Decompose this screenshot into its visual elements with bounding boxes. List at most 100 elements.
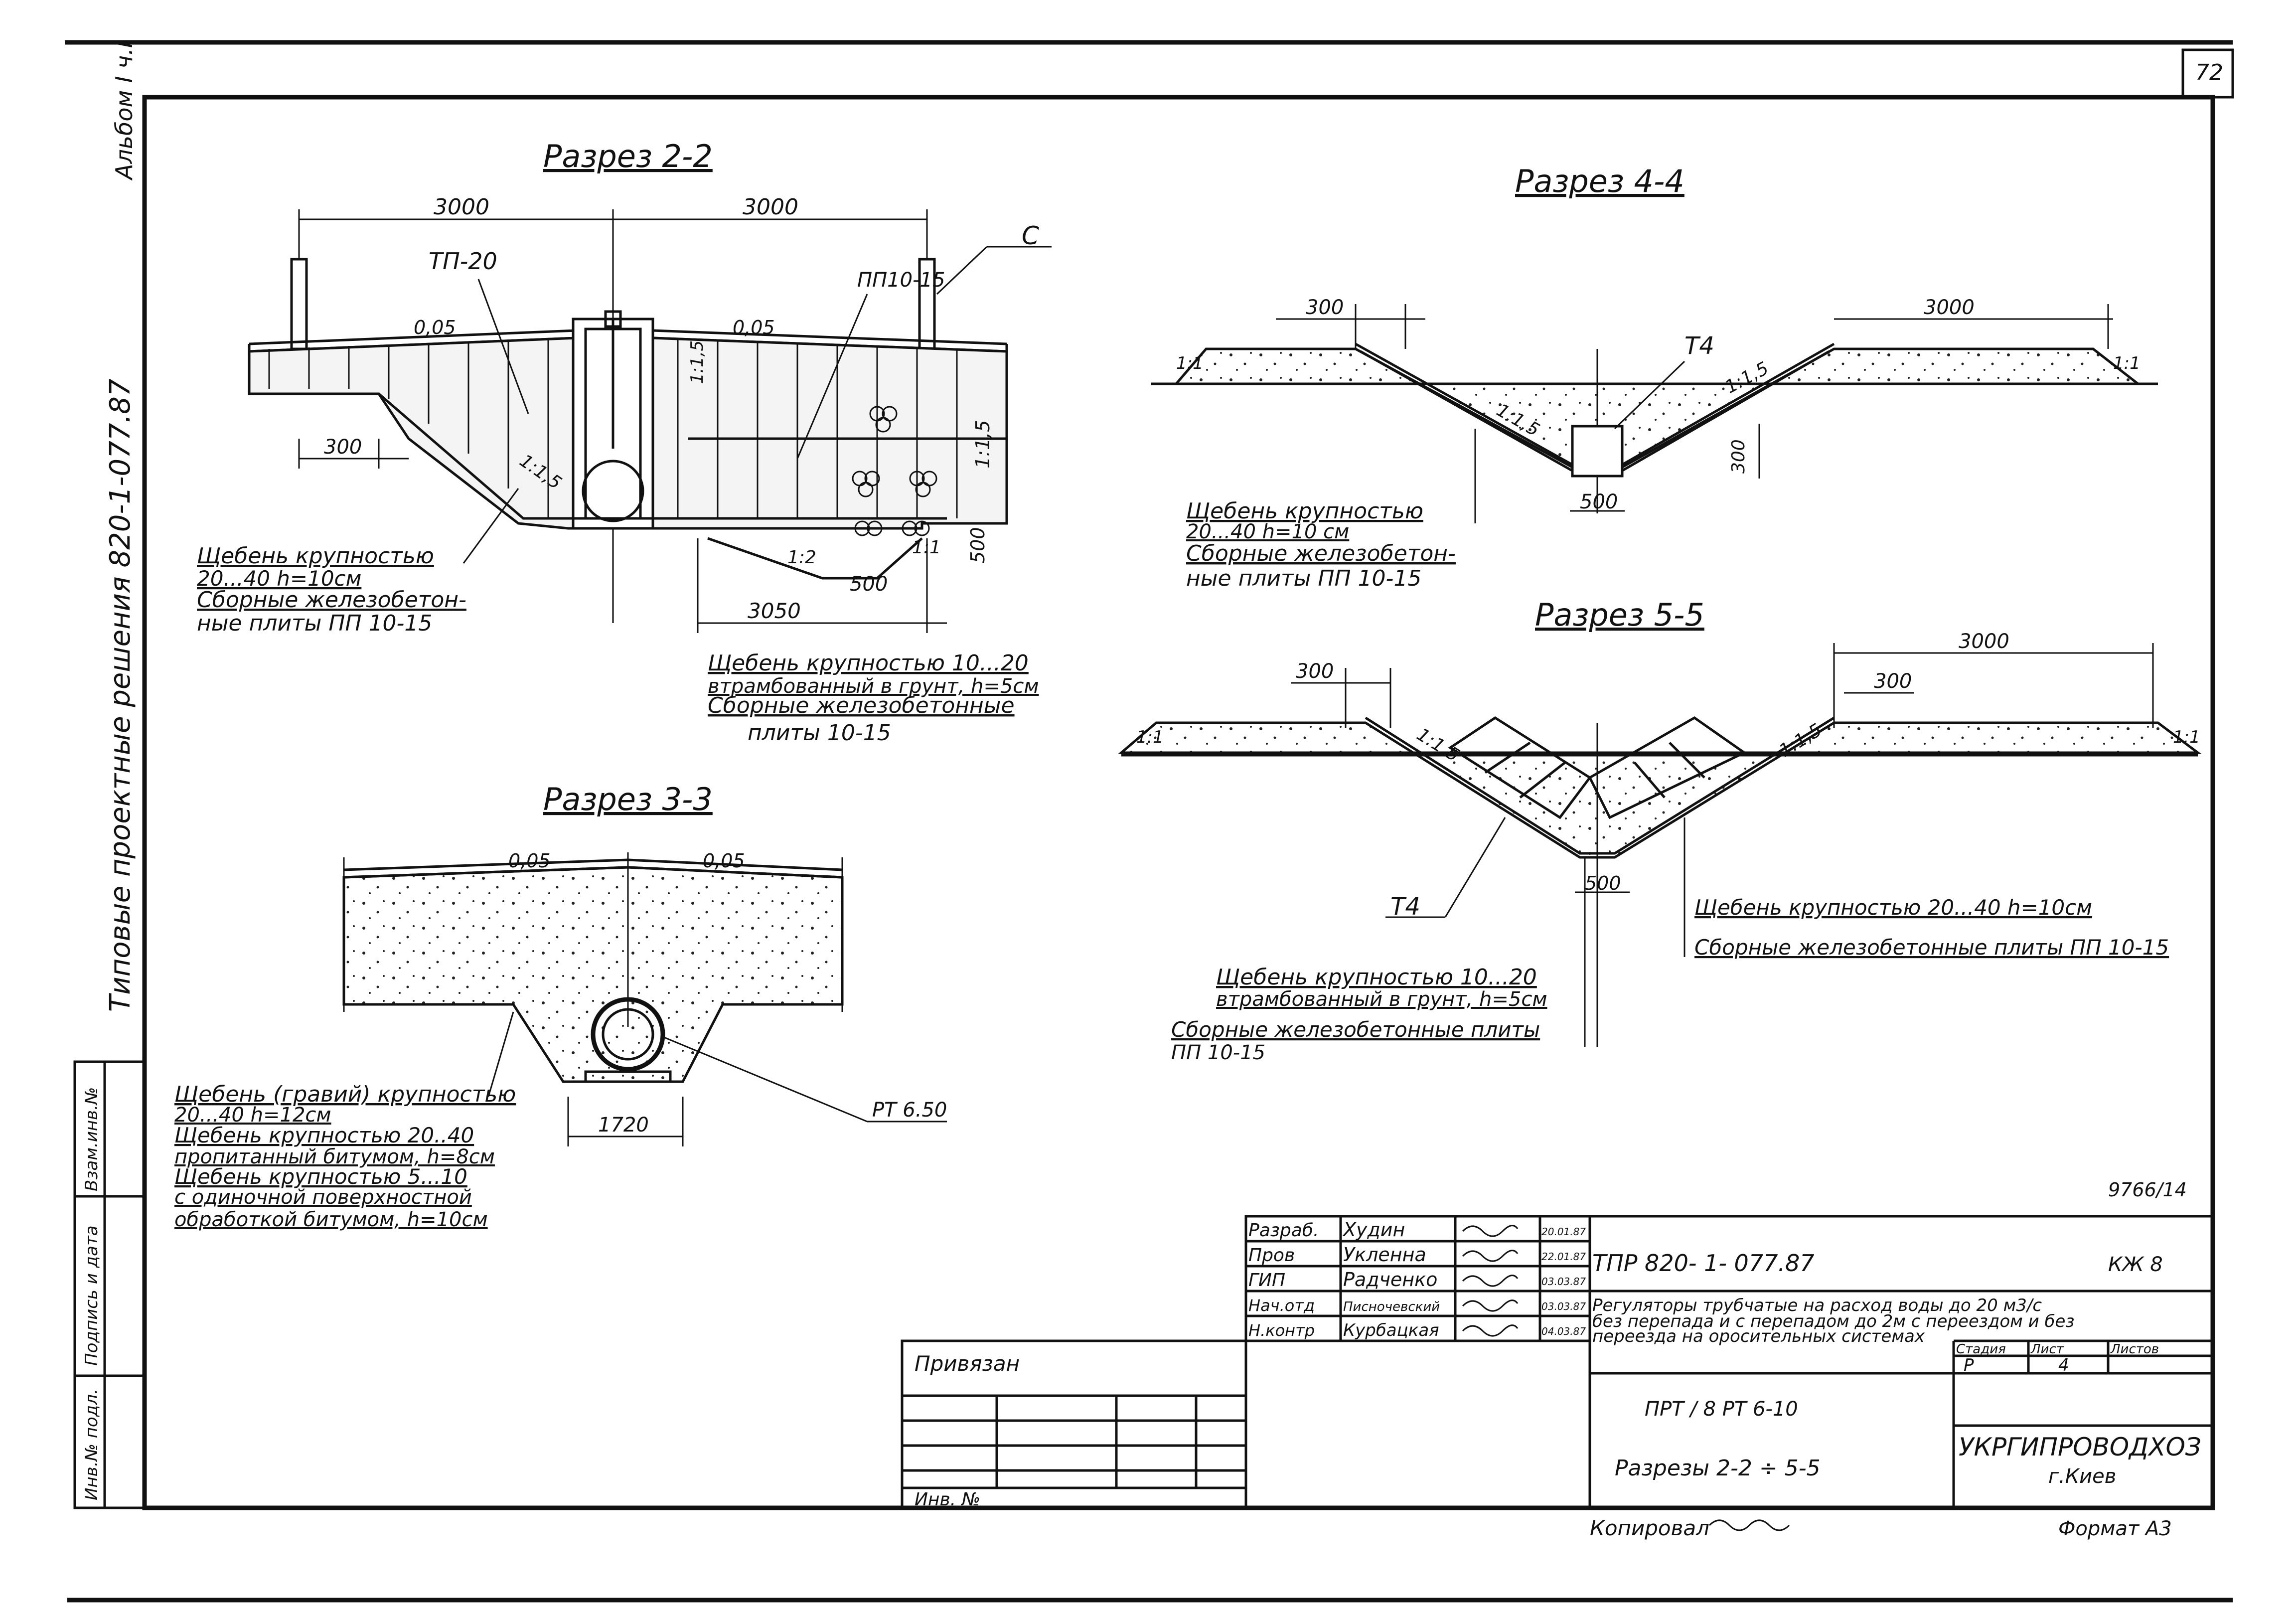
- dim-500: 500: [850, 573, 888, 596]
- slope-1-2: 1:2: [787, 547, 816, 568]
- section-4-4: Разрез 4-4 300 3000 500 300 Т4 1:1,5 1:1…: [1151, 163, 2158, 591]
- sheet-frame: 72 9766/14: [65, 40, 2234, 1603]
- copy-mark: 9766/14: [2108, 1179, 2187, 1201]
- dim-3000-right: 3000: [743, 194, 798, 220]
- note-5-5-right: Щебень крупностью 20...40 h=10см Сборные…: [1694, 895, 2169, 960]
- svg-text:Нач.отд: Нач.отд: [1248, 1296, 1315, 1315]
- svg-text:Сборные железобетон-: Сборные железобетон-: [197, 587, 466, 613]
- svg-text:22.01.87: 22.01.87: [1541, 1251, 1586, 1263]
- svg-text:ГИП: ГИП: [1248, 1270, 1285, 1291]
- copied-label: Копировал: [1590, 1516, 1709, 1540]
- svg-text:без перепада и с перепадом до: без перепада и с перепадом до 2м с перее…: [1592, 1311, 2075, 1331]
- dim-4-4-500: 500: [1580, 490, 1618, 513]
- doc-code: ТПР 820- 1- 077.87: [1592, 1250, 1815, 1277]
- svg-text:20...40 h=12см: 20...40 h=12см: [174, 1104, 331, 1127]
- section-2-2-title: Разрез 2-2: [543, 138, 713, 174]
- svg-text:20...40 h=10см: 20...40 h=10см: [197, 566, 361, 591]
- label-pp1015: ПП10-15: [857, 269, 945, 292]
- label-rt650: РТ 6.50: [872, 1099, 947, 1122]
- svg-text:20.01.87: 20.01.87: [1541, 1226, 1586, 1238]
- dim-5-5-300-right: 300: [1874, 670, 1912, 693]
- dim-4-4-3000: 3000: [1924, 296, 1975, 319]
- svg-text:Щебень крупностью 20...40: Щебень крупностью 20...40 h=10см: [1694, 895, 2092, 920]
- section-4-4-title: Разрез 4-4: [1515, 163, 1684, 199]
- sheet-code: КЖ 8: [2108, 1253, 2163, 1276]
- series-title: Типовые проектные решения 820-1-077.87: [104, 378, 137, 1012]
- svg-text:Н.контр: Н.контр: [1248, 1321, 1315, 1340]
- svg-text:Радченко: Радченко: [1343, 1269, 1437, 1291]
- svg-text:ные плиты ПП 10-15: ные плиты ПП 10-15: [197, 611, 432, 636]
- svg-text:переезда на оросительных систе: переезда на оросительных системах: [1592, 1326, 1925, 1346]
- inv-podl-label: Инв.№ подл.: [82, 1389, 102, 1500]
- title-block: Привязан Инв. № Разраб. Худин 20.01.87 П…: [901, 1215, 2214, 1540]
- svg-text:Щебень крупностью 20..40: Щебень крупностью 20..40: [174, 1123, 474, 1147]
- svg-text:Сборные железобетон-: Сборные железобетон-: [1186, 541, 1456, 566]
- slope-4-4-1-left: 1:1: [1176, 353, 1204, 373]
- role-row-4: Н.контр Курбацкая 04.03.87: [1248, 1320, 1586, 1340]
- label-t4-5-5: Т4: [1390, 893, 1420, 921]
- stage-value: Р: [1964, 1355, 1974, 1375]
- org-name: УКРГИПРОВОДХОЗ: [1959, 1433, 2201, 1461]
- section-2-2: Разрез 2-2 3000 3000: [197, 138, 1052, 746]
- dim-300: 300: [324, 436, 362, 459]
- album-label: Альбом I ч.I: [111, 41, 138, 181]
- svg-text:03.03.87: 03.03.87: [1541, 1276, 1586, 1288]
- svg-text:Сборные железобетонные плиты П: Сборные железобетонные плиты ПП 10-15: [1694, 935, 2169, 960]
- slope-right: 0,05: [733, 317, 775, 338]
- podpis-label: Подпись и дата: [82, 1225, 102, 1366]
- sheet-value: 4: [2058, 1355, 2069, 1375]
- role-row-1: Пров Укленна 22.01.87: [1248, 1244, 1586, 1266]
- slope-3-3-left: 0,05: [508, 850, 551, 872]
- slope-4-4-1-right: 1:1: [2113, 353, 2141, 373]
- svg-text:Сборные железобетонные плиты: Сборные железобетонные плиты: [1171, 1017, 1540, 1042]
- svg-text:пропитанный битумом, h=8см: пропитанный битумом, h=8см: [174, 1145, 495, 1168]
- section-name: Разрезы 2-2 ÷ 5-5: [1615, 1456, 1821, 1481]
- svg-text:Щебень крупностью 5...10: Щебень крупностью 5...10: [174, 1164, 467, 1189]
- dim-500-vertical: 500: [967, 527, 989, 563]
- note-2-2-right: Щебень крупностью 10...20 втрамбованный …: [708, 650, 1039, 746]
- svg-text:с одиночной поверхностной: с одиночной поверхностной: [174, 1186, 472, 1209]
- section-3-3-title: Разрез 3-3: [543, 781, 713, 817]
- vzam-inv-label: Взам.инв.№: [82, 1087, 102, 1191]
- svg-text:втрамбованный в грунт, h=5см: втрамбованный в грунт, h=5см: [1216, 988, 1547, 1011]
- svg-text:Пров: Пров: [1248, 1245, 1295, 1266]
- slope-5-5-1-left: 1:1: [1136, 727, 1164, 747]
- role-row-2: ГИП Радченко 03.03.87: [1248, 1269, 1586, 1291]
- slope-1-15-riser: 1:1,5: [687, 340, 707, 384]
- svg-text:ПП 10-15: ПП 10-15: [1171, 1041, 1265, 1064]
- dim-5-5-500: 500: [1585, 872, 1621, 894]
- note-5-5-left: Щебень крупностью 10...20 втрамбованный …: [1171, 965, 1547, 1064]
- svg-text:втрамбованный в грунт, h=5см: втрамбованный в грунт, h=5см: [708, 675, 1039, 698]
- svg-text:Щебень (гравий) крупностью: Щебень (гравий) крупностью: [174, 1082, 516, 1107]
- left-margin: Альбом I ч.I Типовые проектные решения 8…: [73, 41, 146, 1509]
- svg-text:ные плиты ПП 10-15: ные плиты ПП 10-15: [1186, 566, 1421, 591]
- svg-text:Регуляторы трубчатые на расход: Регуляторы трубчатые на расход воды до 2…: [1592, 1296, 2042, 1315]
- svg-text:Худин: Худин: [1342, 1219, 1405, 1241]
- dim-3050: 3050: [748, 599, 801, 623]
- page-number: 72: [2195, 60, 2223, 85]
- section-3-3: Разрез 3-3 0,05 0,05 1720 РТ 6.50 Щебень…: [174, 781, 947, 1231]
- section-5-5-title: Разрез 5-5: [1535, 597, 1704, 633]
- description: Регуляторы трубчатые на расход воды до 2…: [1592, 1296, 2075, 1346]
- format-label: Формат А3: [2058, 1517, 2172, 1540]
- svg-text:Щебень крупностью: Щебень крупностью: [1186, 498, 1423, 524]
- dim-1-15: 1:1,5: [972, 420, 994, 469]
- item-ref: ПРТ / 8 РТ 6-10: [1645, 1398, 1798, 1421]
- label-t4-4-4: Т4: [1684, 332, 1714, 360]
- svg-text:20...40 h=10 см: 20...40 h=10 см: [1186, 520, 1349, 543]
- note-4-4: Щебень крупностью 20...40 h=10 см Сборны…: [1186, 498, 1456, 591]
- sheet-label: Лист: [2030, 1342, 2064, 1357]
- svg-text:Щебень крупностью 10...20: Щебень крупностью 10...20: [1216, 965, 1537, 990]
- svg-text:Щебень крупностью 10...20: Щебень крупностью 10...20: [708, 650, 1029, 676]
- label-c: С: [1022, 221, 1039, 250]
- svg-text:Писночевский: Писночевский: [1343, 1299, 1440, 1314]
- stage-label: Стадия: [1956, 1342, 2006, 1357]
- inv-no-label: Инв. №: [915, 1489, 980, 1510]
- privyazan-label: Привязан: [915, 1351, 1020, 1376]
- slope-1-1: 1:1: [912, 537, 941, 558]
- org-city: г.Киев: [2048, 1465, 2116, 1488]
- sheets-label: Листов: [2110, 1342, 2159, 1357]
- svg-text:04.03.87: 04.03.87: [1541, 1325, 1586, 1337]
- slope-3-3-right: 0,05: [703, 850, 745, 872]
